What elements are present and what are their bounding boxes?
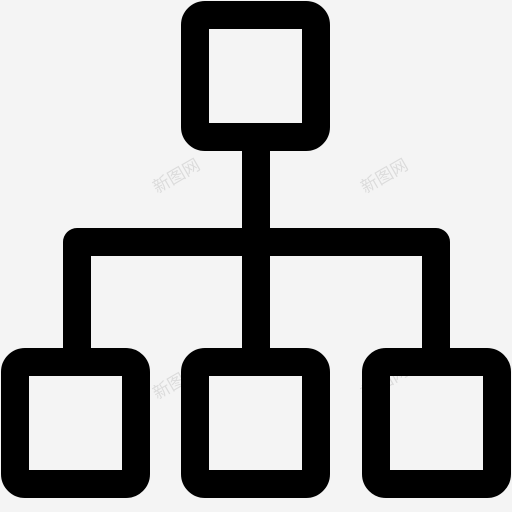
bottom-middle-node-box [181, 348, 330, 498]
bottom-left-node-box [1, 348, 150, 498]
bottom-right-node-box [362, 348, 511, 498]
top-node-box [181, 1, 330, 151]
